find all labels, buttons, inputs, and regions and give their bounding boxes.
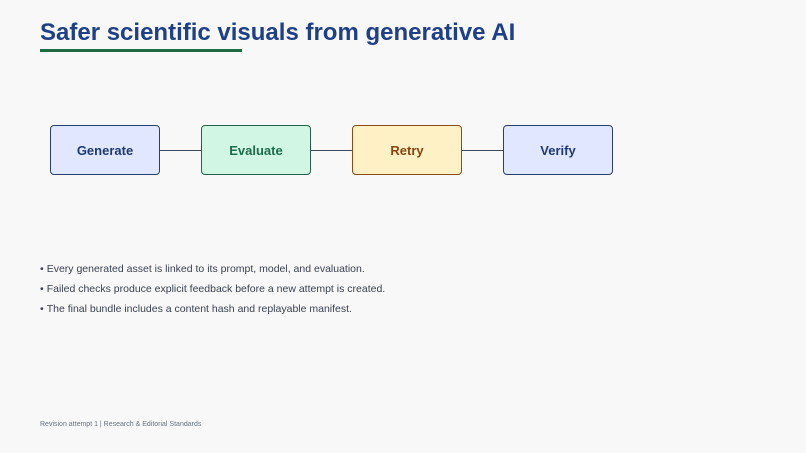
connector-evaluate-retry [311, 150, 352, 151]
bullet-dot-icon: • [40, 263, 44, 275]
slide-title: Safer scientific visuals from generative… [40, 19, 516, 46]
node-verify: Verify [503, 125, 613, 175]
bullet-dot-icon: • [40, 303, 44, 315]
node-verify-label: Verify [540, 142, 576, 158]
slide-footer: Revision attempt 1 | Research & Editoria… [40, 421, 202, 428]
bullet-text: Every generated asset is linked to its p… [46, 263, 365, 275]
bullet-text: The final bundle includes a content hash… [46, 303, 352, 315]
title-underline [40, 49, 242, 52]
bullet-item: •Failed checks produce explicit feedback… [40, 279, 385, 299]
connector-retry-verify [462, 150, 503, 151]
bullet-text: Failed checks produce explicit feedback … [46, 283, 386, 295]
connector-generate-evaluate [160, 150, 201, 151]
node-retry: Retry [352, 125, 462, 175]
node-generate-label: Generate [76, 142, 134, 158]
bullet-list: •Every generated asset is linked to its … [40, 259, 385, 319]
node-evaluate: Evaluate [201, 125, 311, 175]
node-evaluate-label: Evaluate [229, 142, 283, 158]
bullet-dot-icon: • [40, 283, 44, 295]
node-retry-label: Retry [390, 142, 424, 158]
bullet-item: •The final bundle includes a content has… [40, 299, 385, 319]
bullet-item: •Every generated asset is linked to its … [40, 259, 385, 279]
node-generate: Generate [50, 125, 160, 175]
